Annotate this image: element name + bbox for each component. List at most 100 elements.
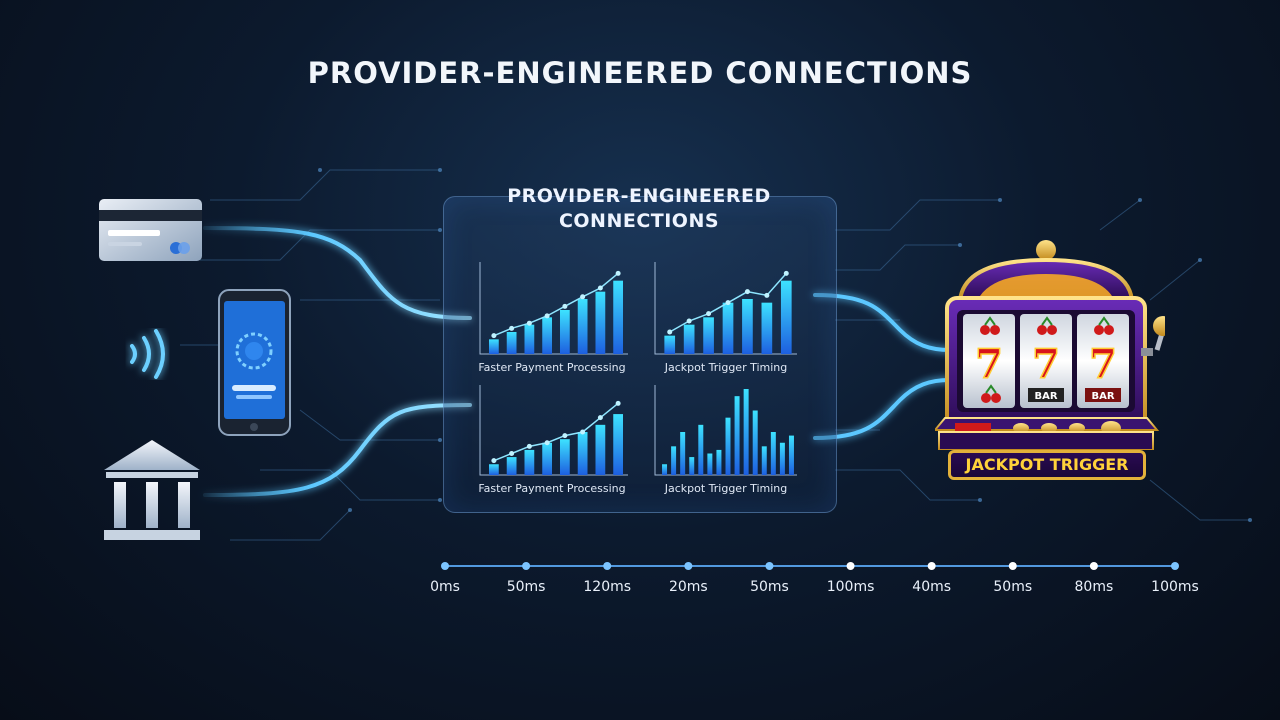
chart-4-label: Jackpot Trigger Timing bbox=[664, 482, 788, 495]
timeline-marker bbox=[603, 562, 612, 570]
chart-1-bar bbox=[488, 339, 499, 354]
chart-1-bar bbox=[524, 324, 535, 354]
chart-3-bar bbox=[613, 414, 624, 475]
chart-3 bbox=[479, 385, 628, 476]
chart-3-trend-line bbox=[493, 402, 619, 462]
chart-3-trend-point bbox=[597, 415, 603, 421]
chart-1-label: Faster Payment Processing bbox=[478, 361, 626, 374]
chart-4-axes bbox=[654, 385, 797, 476]
timeline-tick-label: 100ms bbox=[826, 579, 875, 595]
chart-3-bar bbox=[559, 439, 570, 475]
chart-4-bar bbox=[671, 446, 677, 475]
chart-2-trend-point bbox=[783, 270, 789, 276]
chart-1-trend-point bbox=[580, 294, 586, 300]
timeline-marker bbox=[846, 562, 855, 570]
chart-1-trend-point bbox=[562, 303, 568, 309]
chart-2-bar bbox=[742, 299, 753, 354]
chart-4-bar bbox=[707, 453, 713, 475]
chart-4-bar bbox=[734, 396, 740, 475]
chart-1-bar bbox=[559, 310, 570, 354]
circuit-traces bbox=[180, 169, 1250, 541]
chart-3-trend-point bbox=[544, 440, 550, 446]
chart-1-bar bbox=[595, 291, 606, 354]
timeline-tick-label: 50ms bbox=[993, 579, 1033, 595]
chart-1-bar bbox=[506, 332, 517, 354]
chart-4-bar bbox=[680, 432, 686, 475]
timeline-marker bbox=[684, 562, 693, 570]
chart-1-bar bbox=[577, 299, 588, 354]
chart-4-bar bbox=[788, 435, 794, 475]
source-connectors bbox=[203, 226, 472, 497]
chart-4-bar bbox=[716, 449, 722, 475]
chart-3-trend-point bbox=[562, 433, 568, 439]
chart-3-trend-point bbox=[526, 443, 532, 449]
chart-2-label: Jackpot Trigger Timing bbox=[664, 361, 788, 374]
chart-3-trend-point bbox=[615, 400, 621, 406]
chart-4-bar bbox=[662, 464, 668, 475]
chart-4-bar bbox=[752, 410, 758, 475]
timeline-tick-label: 50ms bbox=[750, 579, 789, 595]
chart-4-bar bbox=[761, 446, 767, 475]
timeline-tick-label: 50ms bbox=[506, 579, 546, 595]
chart-3-bar bbox=[577, 432, 588, 475]
chart-3-trend-point bbox=[509, 451, 515, 456]
circuit-nodes bbox=[318, 168, 1252, 522]
chart-1 bbox=[479, 262, 628, 355]
timeline-marker bbox=[765, 562, 774, 570]
reel-3-bar: BAR bbox=[1091, 391, 1114, 402]
timeline-marker bbox=[1171, 562, 1179, 570]
chart-3-label: Faster Payment Processing bbox=[478, 482, 626, 495]
panel-title-line1: PROVIDER-ENGINEERED bbox=[507, 185, 771, 207]
chart-2-trend-point bbox=[667, 329, 673, 335]
chart-1-bar bbox=[542, 317, 553, 354]
chart-4-bar bbox=[689, 457, 695, 475]
chart-4-bar bbox=[698, 424, 704, 475]
timeline-marker bbox=[522, 562, 531, 570]
chart-1-trend-point bbox=[597, 285, 603, 291]
chart-1-trend-point bbox=[526, 320, 532, 326]
chart-1-trend-point bbox=[544, 313, 550, 319]
chart-2 bbox=[654, 262, 797, 355]
chart-1-trend-point bbox=[509, 325, 515, 331]
timeline-tick-label: 0ms bbox=[430, 579, 460, 595]
chart-2-bar bbox=[780, 280, 792, 354]
chart-3-bar bbox=[595, 424, 606, 475]
timeline-tick-label: 40ms bbox=[912, 579, 952, 595]
chart-2-trend-point bbox=[706, 311, 712, 317]
chart-1-trend-point bbox=[615, 270, 621, 276]
bank-icon bbox=[104, 440, 200, 540]
timeline-tick-label: 20ms bbox=[668, 579, 708, 595]
timeline-tick-label: 100ms bbox=[1151, 579, 1199, 595]
panel-title-line2: CONNECTIONS bbox=[558, 210, 720, 232]
timeline-marker bbox=[441, 562, 449, 570]
reel-2-bar: BAR bbox=[1034, 391, 1057, 402]
chart-1-trend-line bbox=[493, 272, 619, 337]
chart-2-bar bbox=[683, 324, 695, 354]
output-connectors bbox=[813, 293, 952, 440]
slot-machine-icon: 7 7 7 BAR BAR bbox=[935, 240, 1165, 450]
chart-4 bbox=[654, 385, 797, 476]
chart-2-bar bbox=[722, 302, 734, 354]
reel-3-symbol: 7 bbox=[1089, 341, 1117, 388]
chart-2-bar bbox=[703, 317, 714, 354]
credit-card-icon bbox=[99, 199, 202, 261]
chart-3-bar bbox=[542, 442, 553, 475]
chart-4-bar bbox=[779, 442, 785, 475]
chart-3-trend-point bbox=[491, 458, 497, 464]
main-title: PROVIDER-ENGINEERED CONNECTIONS bbox=[307, 56, 973, 90]
chart-3-bar bbox=[506, 457, 517, 475]
reel-1-symbol: 7 bbox=[975, 341, 1003, 388]
timeline-marker bbox=[1089, 562, 1098, 570]
timeline-marker bbox=[927, 562, 936, 570]
jackpot-trigger-banner: JACKPOT TRIGGER bbox=[948, 450, 1146, 480]
chart-2-trend-point bbox=[764, 292, 770, 298]
chart-2-bar bbox=[761, 302, 773, 354]
chart-2-trend-point bbox=[744, 289, 750, 295]
contactless-icon bbox=[130, 329, 165, 379]
chart-2-bar bbox=[664, 335, 676, 354]
chart-1-trend-point bbox=[491, 333, 497, 339]
chart-3-trend-point bbox=[580, 429, 586, 435]
